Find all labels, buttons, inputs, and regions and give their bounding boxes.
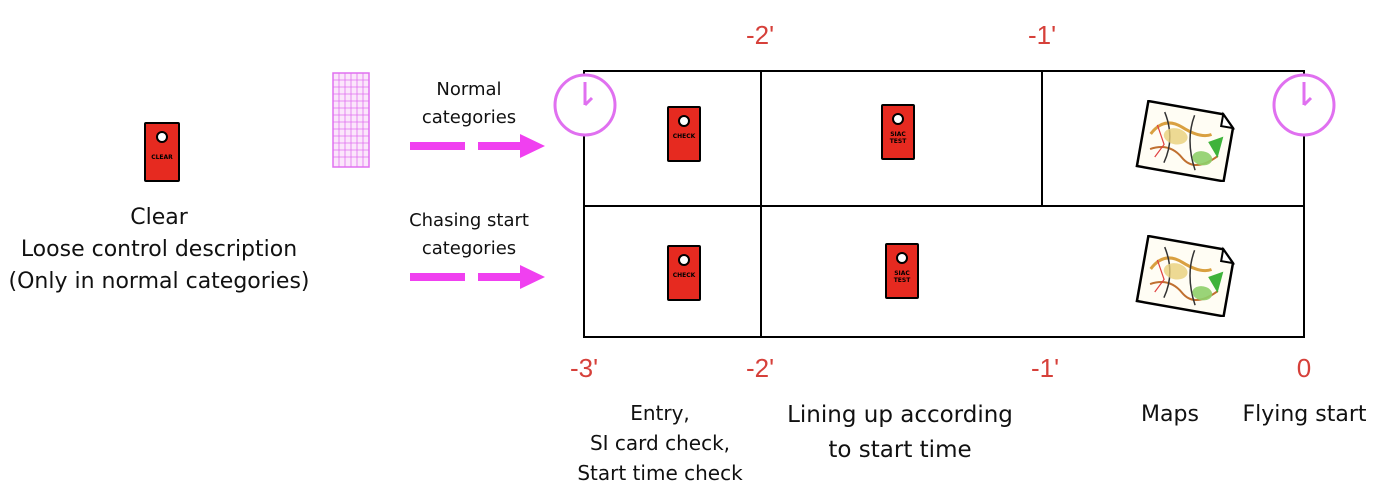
time-label-top-minus-2: -2' (745, 20, 775, 50)
grid-line-middle (583, 205, 1305, 207)
time-label-bottom-zero: 0 (1296, 353, 1312, 383)
card-label-siac: SIAC TEST (883, 131, 913, 145)
clear-line3: (Only in normal categories) (8, 269, 310, 294)
stage-entry-line2: SI card check, (589, 431, 731, 455)
card-hole (892, 113, 904, 125)
time-label-top-minus-1: -1' (1027, 20, 1057, 50)
normal-categories-line2: categories (421, 107, 517, 128)
card-hole (156, 131, 168, 143)
clear-line1: Clear (130, 205, 188, 230)
chasing-categories-line2: categories (421, 238, 517, 259)
stage-maps-label: Maps (1141, 402, 1199, 427)
grid-line-minus-1 (1041, 70, 1043, 206)
card-label-siac-line2: TEST (889, 138, 907, 145)
si-card-icon: SIAC TEST (885, 243, 919, 299)
card-label-siac-line1: SIAC (890, 131, 906, 138)
si-card-icon: CHECK (667, 106, 701, 162)
card-label-check: CHECK (672, 133, 696, 140)
time-label-bottom-minus-1: -1' (1030, 353, 1060, 383)
stage-lining-label: Lining up according to start time (775, 398, 1025, 468)
arrow-icon (410, 265, 545, 289)
card-label-siac-line1: SIAC (894, 270, 910, 277)
stage-lining-line1: Lining up according (787, 402, 1013, 428)
grid-line-minus-2 (760, 70, 762, 338)
si-card-icon: CHECK (667, 245, 701, 301)
card-hole (678, 254, 690, 266)
chasing-categories-label: Chasing start categories (394, 207, 544, 263)
stage-lining-line2: to start time (828, 437, 972, 463)
clock-icon (1272, 73, 1336, 137)
grid-line-bottom (583, 336, 1305, 338)
control-description-sheet-icon (332, 72, 370, 168)
map-icon (1135, 100, 1236, 182)
normal-categories-line1: Normal (436, 79, 502, 100)
chasing-categories-line1: Chasing start (409, 210, 529, 231)
stage-entry-label: Entry, SI card check, Start time check (560, 398, 760, 488)
clear-line2: Loose control description (20, 237, 298, 262)
card-label-clear: CLEAR (151, 154, 173, 161)
si-card-icon: CLEAR (144, 122, 180, 182)
stage-flying-label: Flying start (1242, 402, 1367, 427)
stage-entry-line1: Entry, (630, 401, 690, 425)
time-label-bottom-minus-2: -2' (745, 353, 775, 383)
grid-line-right (1303, 70, 1305, 338)
clear-description: Clear Loose control description (Only in… (0, 202, 318, 298)
time-label-bottom-minus-3: -3' (569, 353, 599, 383)
card-hole (678, 115, 690, 127)
normal-categories-label: Normal categories (404, 76, 534, 132)
card-label-siac: SIAC TEST (887, 270, 917, 284)
stage-entry-line3: Start time check (577, 461, 743, 485)
arrow-icon (410, 134, 545, 158)
card-hole (896, 252, 908, 264)
map-icon (1135, 235, 1236, 317)
si-card-icon: SIAC TEST (881, 104, 915, 160)
clock-icon (553, 73, 617, 137)
card-label-siac-line2: TEST (893, 277, 911, 284)
grid-line-left (583, 70, 585, 338)
grid-line-top (583, 70, 1305, 72)
card-label-check: CHECK (672, 272, 696, 279)
